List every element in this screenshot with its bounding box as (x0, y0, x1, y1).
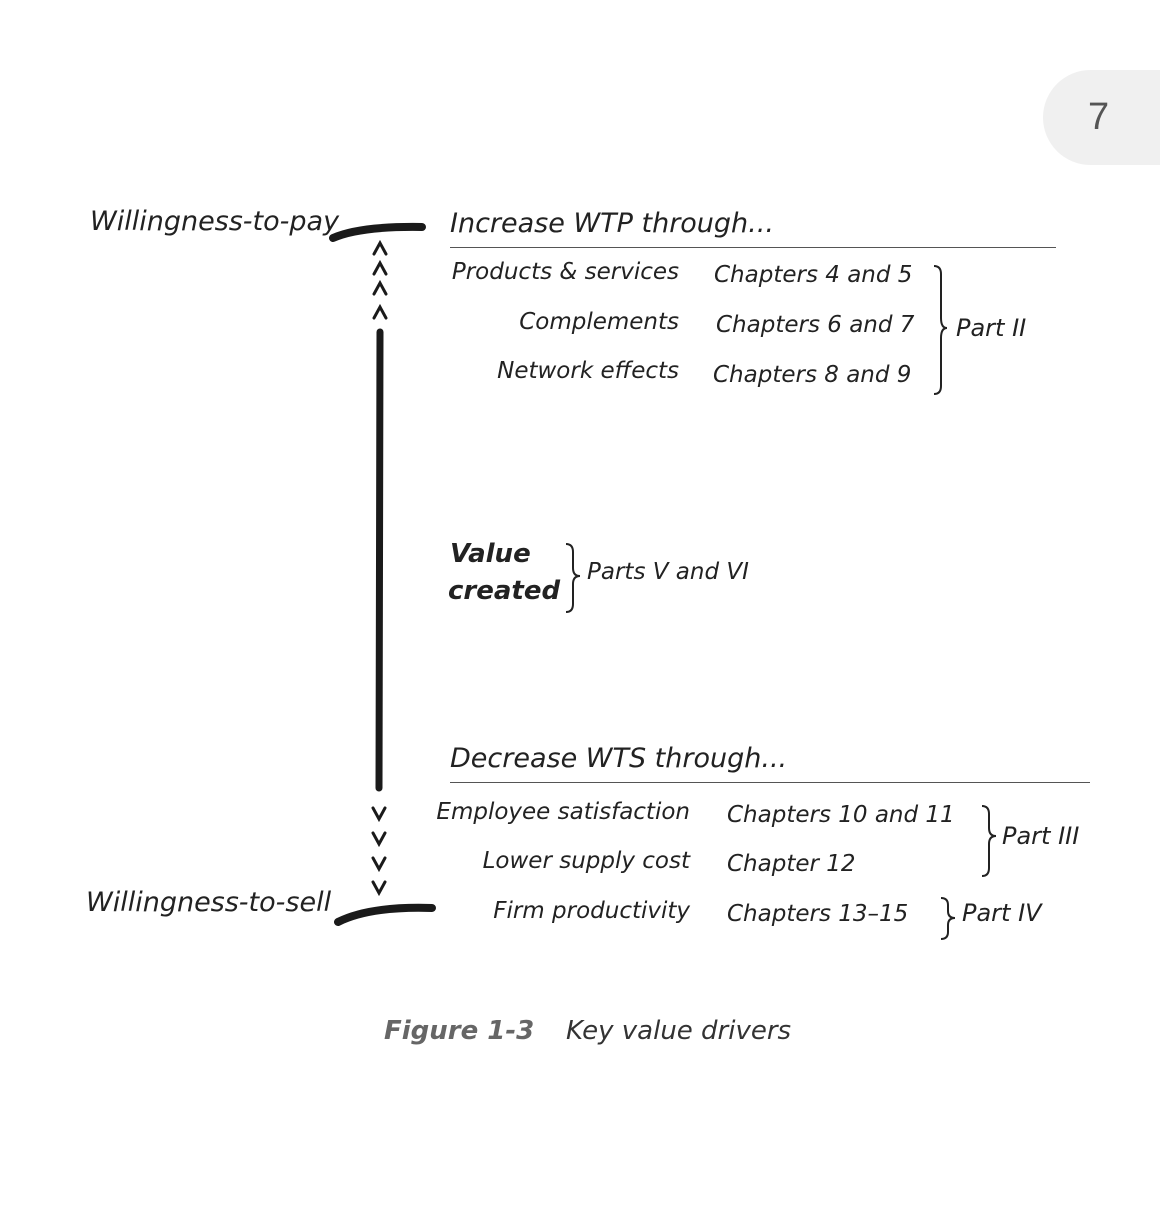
brace-part-ii (933, 265, 948, 395)
wts-heading-rule (450, 782, 1090, 783)
parts-v-vi-label: Parts V and VI (587, 559, 749, 585)
part-iv-label: Part IV (962, 899, 1042, 927)
page-number: 7 (1088, 96, 1110, 138)
wts-cap (334, 903, 436, 926)
value-created-line2: created (448, 576, 561, 606)
wtp-driver-network: Network effects (497, 358, 679, 384)
wtp-chapters-4-5: Chapters 4 and 5 (714, 262, 913, 288)
wts-driver-productivity: Firm productivity (493, 898, 690, 924)
willingness-to-pay-label: Willingness-to-pay (90, 206, 340, 237)
part-ii-label: Part II (956, 314, 1027, 342)
brace-part-iii (981, 805, 997, 877)
up-arrows-icon (372, 239, 388, 320)
brace-value-created (565, 543, 581, 613)
page-number-badge (1043, 70, 1160, 165)
figure-caption-text: Key value drivers (566, 1016, 792, 1046)
wtp-cap (329, 222, 426, 242)
wts-chapters-13-15: Chapters 13–15 (727, 901, 909, 927)
wtp-heading: Increase WTP through... (450, 208, 774, 239)
value-created-line1: Value (450, 539, 531, 569)
down-arrows-icon (371, 806, 387, 897)
wts-chapters-10-11: Chapters 10 and 11 (727, 802, 955, 828)
wtp-driver-products: Products & services (451, 259, 679, 285)
wts-heading: Decrease WTS through... (450, 743, 788, 774)
value-bar (375, 328, 384, 792)
brace-part-iv (940, 897, 956, 940)
wts-driver-employee: Employee satisfaction (436, 799, 690, 825)
wtp-driver-complements: Complements (519, 309, 679, 335)
wts-chapter-12: Chapter 12 (727, 851, 856, 877)
figure-caption-label: Figure 1-3 (384, 1016, 535, 1046)
wtp-heading-rule (450, 247, 1056, 248)
part-iii-label: Part III (1002, 822, 1080, 850)
wtp-chapters-6-7: Chapters 6 and 7 (716, 312, 915, 338)
wts-driver-supply: Lower supply cost (482, 848, 690, 874)
wtp-chapters-8-9: Chapters 8 and 9 (713, 362, 912, 388)
willingness-to-sell-label: Willingness-to-sell (86, 887, 332, 918)
